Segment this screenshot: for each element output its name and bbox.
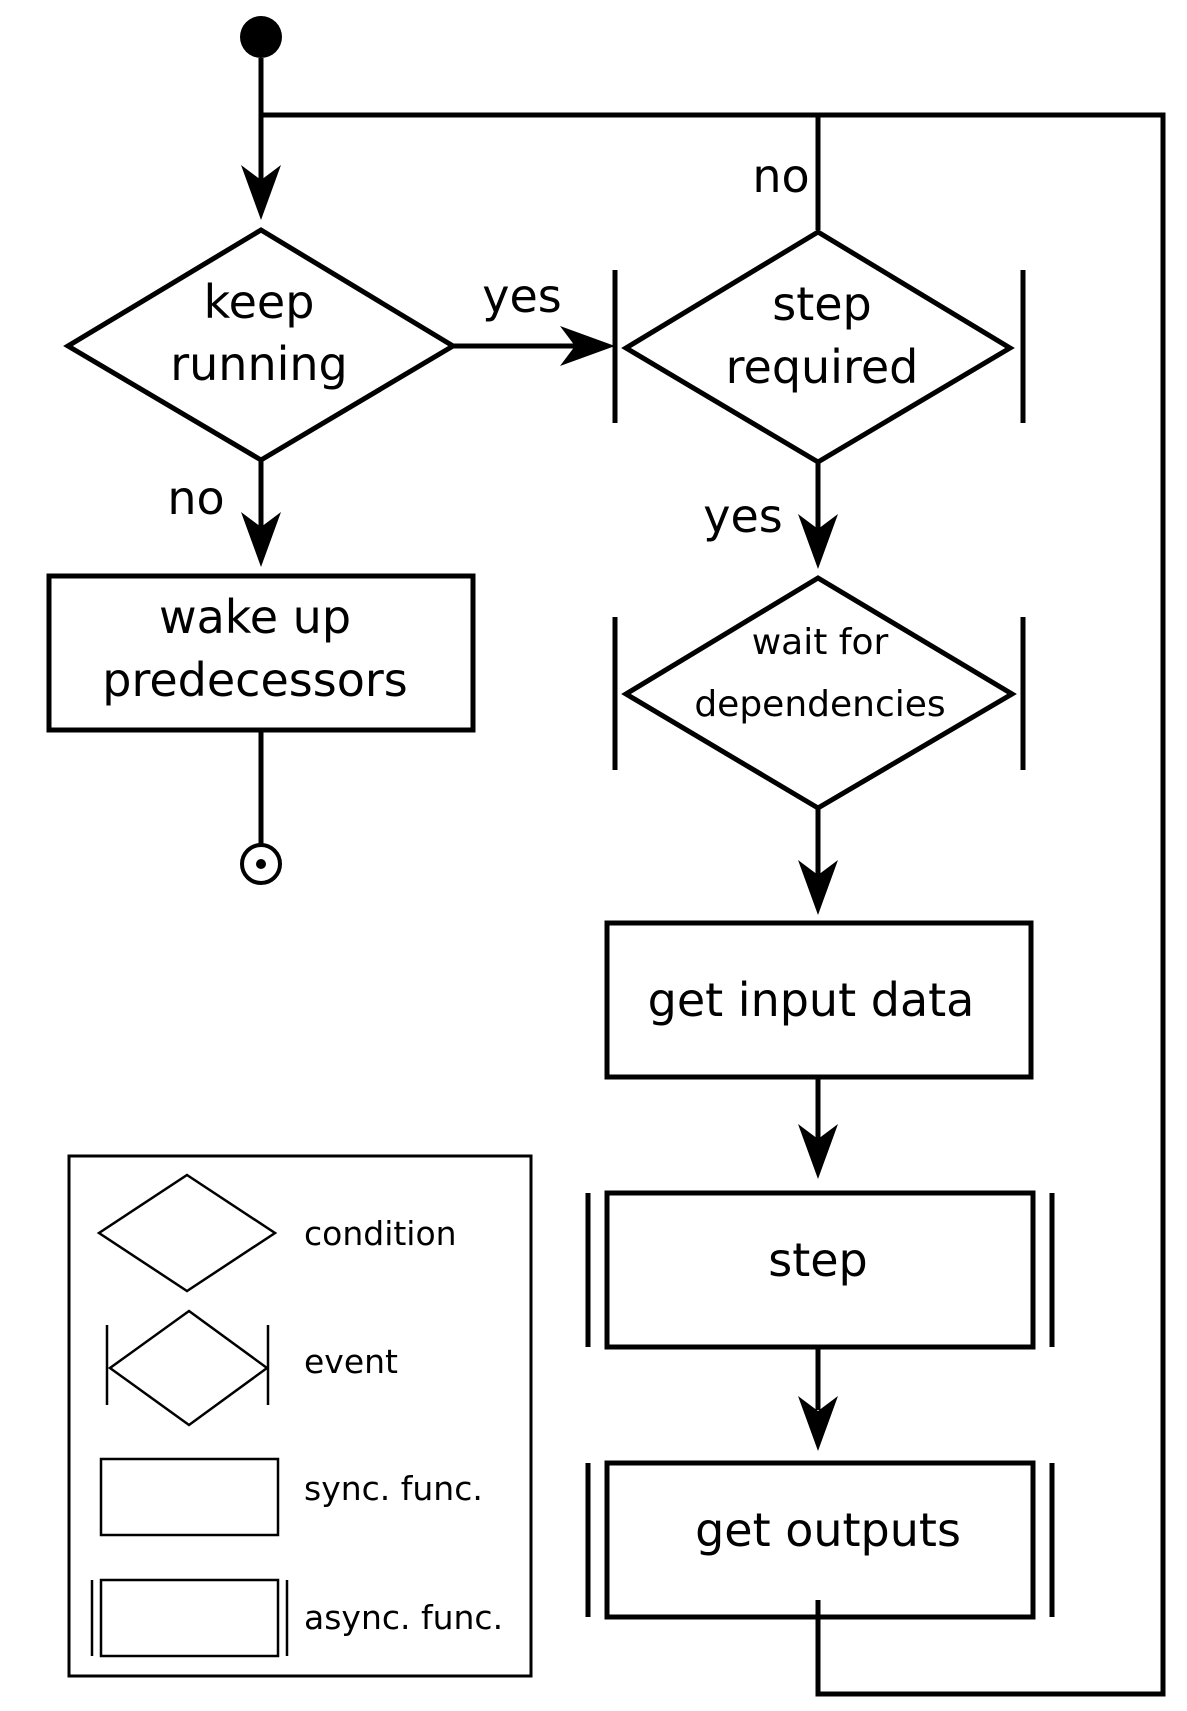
keep-running-line2: running (170, 337, 348, 391)
arrowhead-outputs (798, 1396, 838, 1451)
step-label: step (768, 1233, 868, 1287)
wake-up-line1: wake up (159, 590, 351, 644)
legend-async-label: async. func. (304, 1598, 503, 1637)
legend-condition-label: condition (304, 1214, 457, 1253)
legend-sync-label: sync. func. (304, 1469, 483, 1508)
legend-event-label: event (304, 1342, 398, 1381)
label-step-req-yes: yes (703, 489, 783, 543)
step-required-line2: required (726, 340, 919, 394)
label-keep-no: no (167, 471, 224, 525)
wake-up-line2: predecessors (102, 653, 407, 707)
label-step-req-no: no (752, 149, 809, 203)
label-keep-yes: yes (482, 269, 562, 323)
arrowhead-input (798, 860, 838, 915)
keep-running-line1: keep (204, 275, 315, 329)
legend-condition-icon (96, 1173, 278, 1293)
get-outputs-label: get outputs (695, 1503, 961, 1557)
wait-for-line2: dependencies (694, 684, 945, 725)
get-input-data-label: get input data (648, 973, 975, 1027)
wait-for-line1: wait for (752, 622, 889, 663)
end-node-dot (256, 859, 266, 869)
start-node (240, 16, 282, 58)
arrowhead-keep (241, 165, 281, 220)
arrowhead-step-required (560, 326, 615, 366)
legend-event-icon (107, 1309, 270, 1427)
legend-box (67, 1154, 533, 1678)
get-outputs-async-box (604, 1460, 1036, 1620)
arrowhead-step (798, 1124, 838, 1179)
step-required-line1: step (772, 277, 872, 331)
arrowhead-wake-up (241, 512, 281, 567)
legend-sync-icon (99, 1457, 280, 1537)
edge-loop-return (261, 112, 1166, 1697)
arrowhead-wait (798, 514, 838, 569)
legend-async-icon (99, 1578, 280, 1658)
